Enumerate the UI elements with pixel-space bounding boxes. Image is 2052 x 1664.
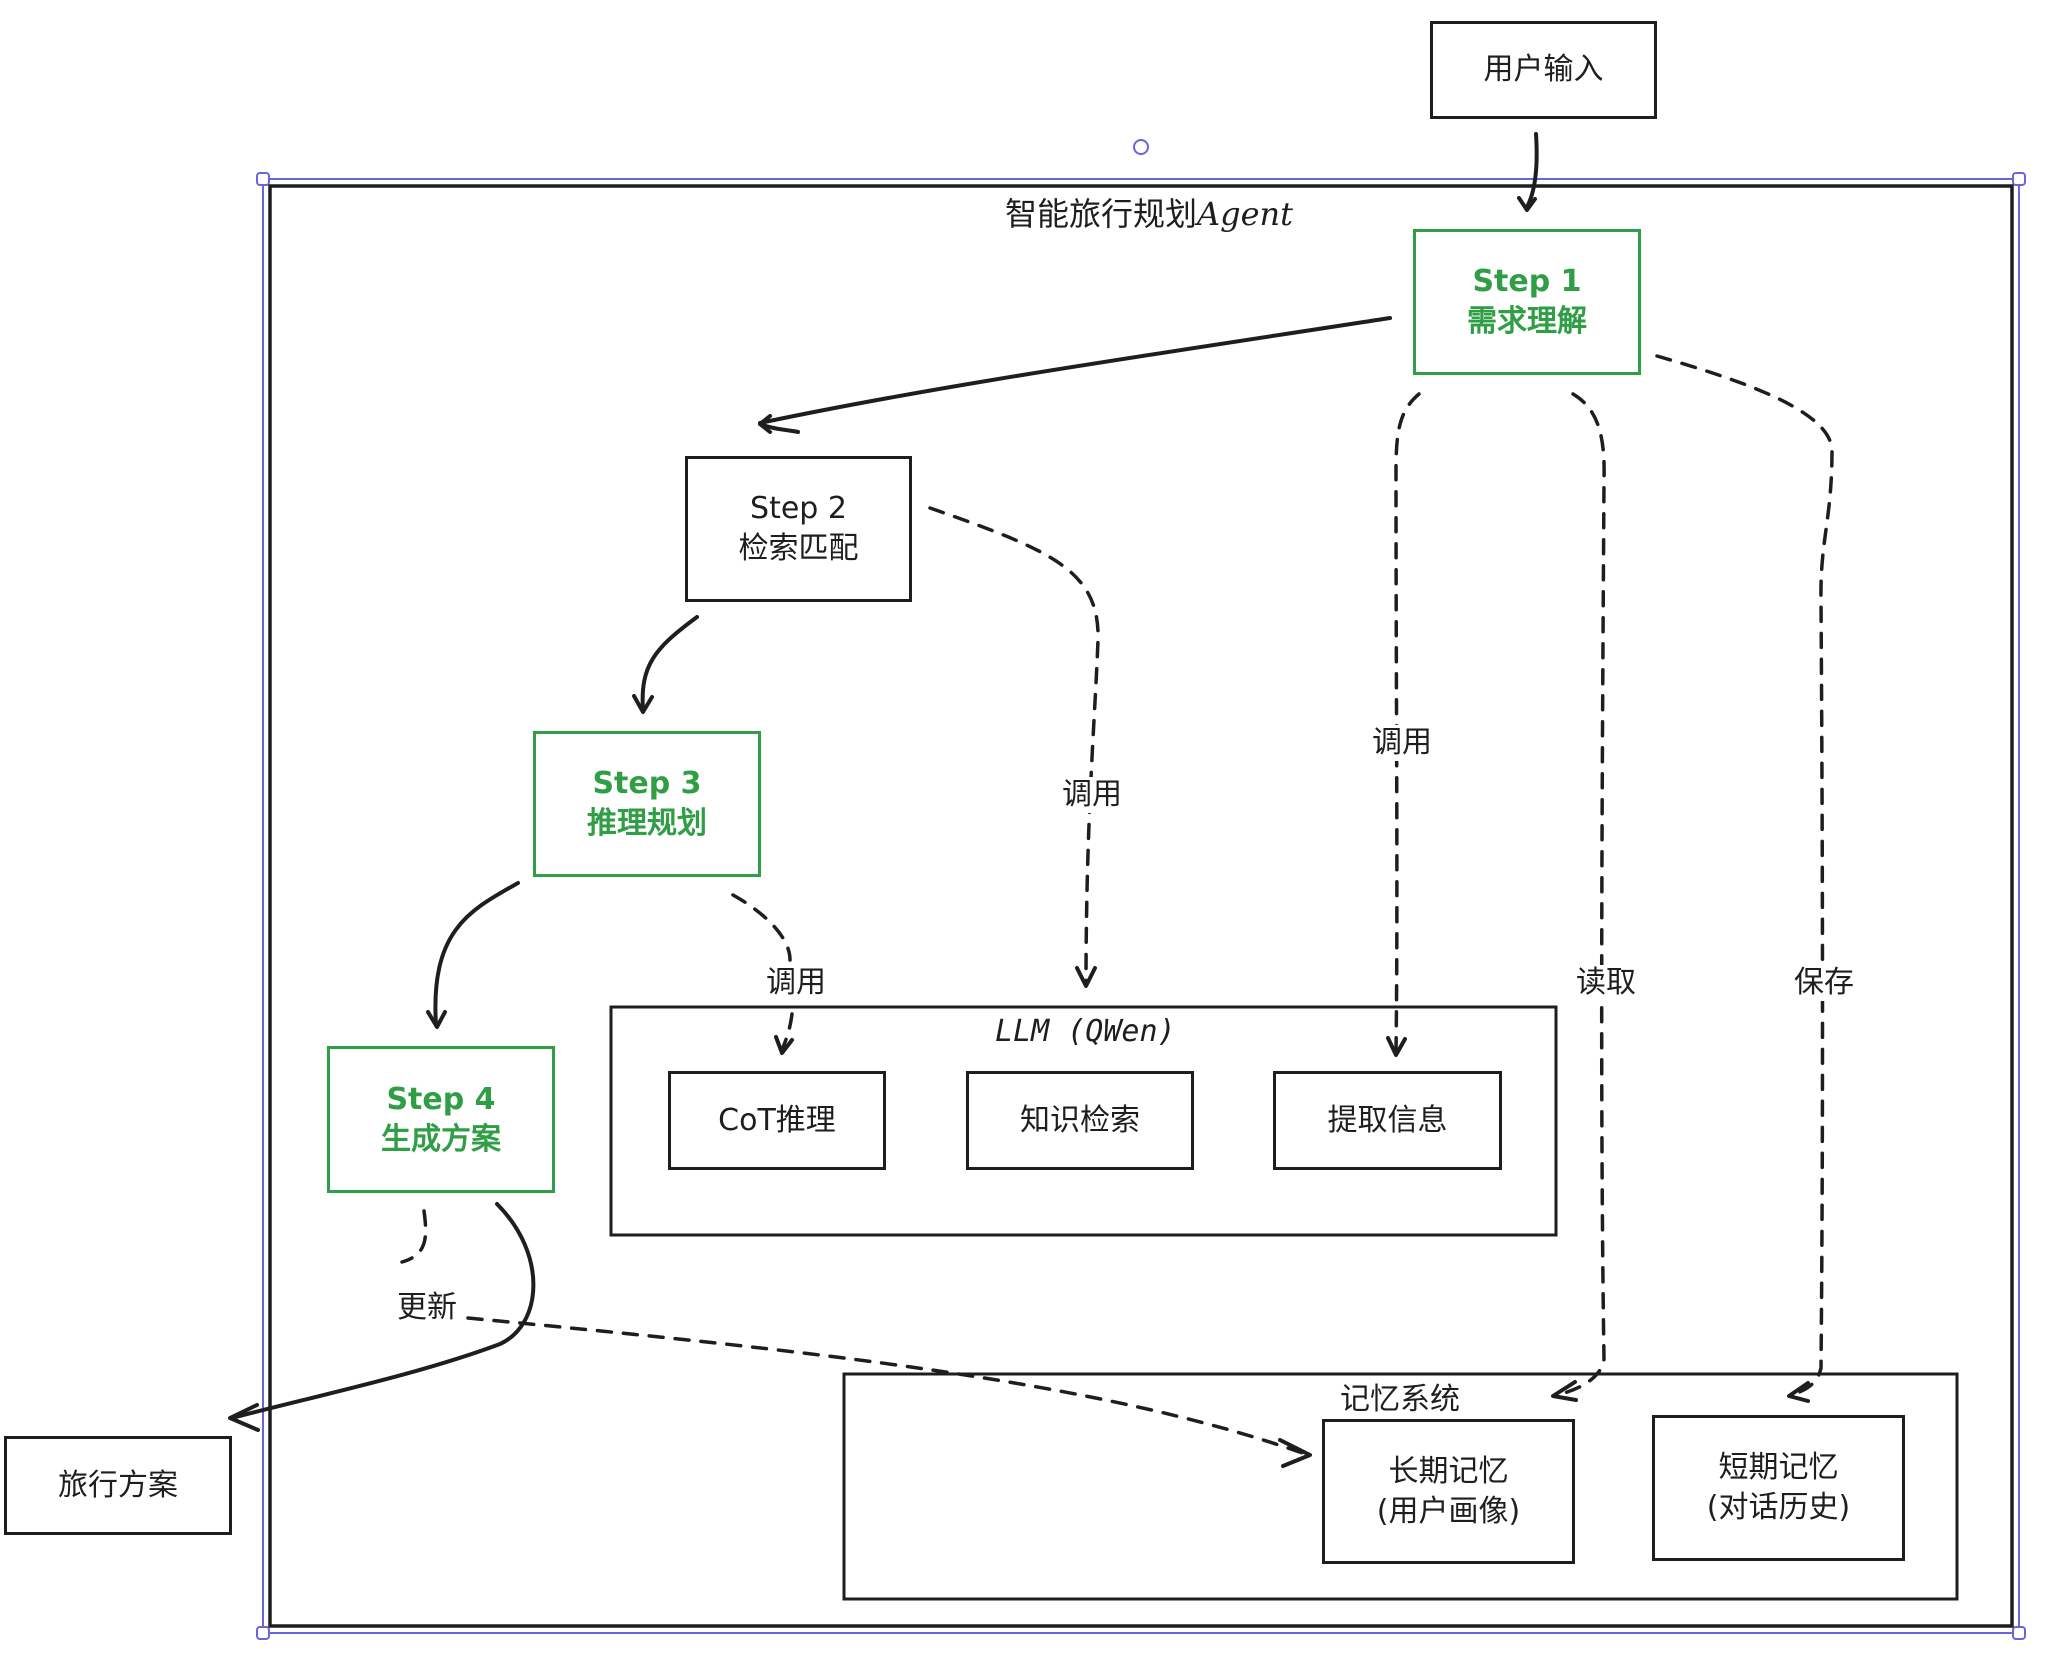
agent-frame-title: 智能旅行规划Agent xyxy=(1005,194,1293,234)
arrow-step4-to-long-term-memory xyxy=(400,1209,428,1264)
arrow-step2-to-llm xyxy=(928,506,1100,987)
arrow-step3-to-cot xyxy=(731,893,792,962)
edge-label-read-memory: 读取 xyxy=(1572,965,1640,1001)
llm-title: LLM (QWen) xyxy=(995,1014,1176,1049)
arrow-input-to-step1 xyxy=(1525,132,1539,209)
user-input-box[interactable] xyxy=(1430,21,1657,119)
step2-label: Step 2 检索匹配 xyxy=(685,456,912,602)
memory-container[interactable] xyxy=(842,1372,1959,1601)
arrow-step2-to-step3 xyxy=(640,615,699,712)
long-term-memory-box[interactable] xyxy=(1322,1419,1575,1564)
step4-subtitle: 生成方案 xyxy=(381,1121,501,1157)
selection-frame[interactable] xyxy=(256,139,2026,1640)
arrow-step1-to-long-term-memory xyxy=(1555,392,1606,1397)
rotate-handle[interactable] xyxy=(1133,139,1149,155)
step4-box[interactable] xyxy=(327,1046,555,1193)
step2-subtitle: 检索匹配 xyxy=(738,531,859,566)
agent-title-cn: 智能旅行规划 xyxy=(1005,195,1198,233)
step1-subtitle: 需求理解 xyxy=(1467,304,1587,339)
llm-module-knowledge-label: 知识检索 xyxy=(1020,1102,1140,1138)
llm-module-extract[interactable] xyxy=(1273,1071,1502,1170)
arrows xyxy=(228,132,1834,1468)
edge-label-save-memory: 保存 xyxy=(1790,965,1858,1001)
short-term-memory-subtitle: (对话历史) xyxy=(1706,1490,1851,1525)
output-label: 旅行方案 xyxy=(58,1467,178,1503)
step3-box[interactable] xyxy=(533,731,761,877)
step2-title: Step 2 xyxy=(750,491,847,526)
long-term-memory-label: 长期记忆 (用户画像) xyxy=(1322,1419,1575,1564)
step1-box[interactable] xyxy=(1413,229,1641,375)
arrow-step1-to-extract xyxy=(1394,392,1421,1055)
output-box[interactable] xyxy=(4,1436,232,1535)
llm-module-knowledge[interactable] xyxy=(966,1071,1194,1170)
step4-title: Step 4 xyxy=(386,1081,496,1117)
resize-handle-bottom-right[interactable] xyxy=(2012,1626,2026,1640)
edge-label-step1-extract: 调用 xyxy=(1368,725,1436,761)
arrow-step3-to-step4 xyxy=(433,881,520,1027)
agent-title-en: Agent xyxy=(1197,195,1294,233)
step4-label: Step 4 生成方案 xyxy=(327,1046,555,1193)
resize-handle-top-right[interactable] xyxy=(2012,172,2026,186)
step1-label: Step 1 需求理解 xyxy=(1413,229,1641,375)
resize-handle-bottom-left[interactable] xyxy=(256,1626,270,1640)
short-term-memory-box[interactable] xyxy=(1652,1415,1905,1561)
resize-handle-top-left[interactable] xyxy=(256,172,270,186)
arrow-step1-to-short-term-memory xyxy=(1655,354,1834,1397)
long-term-memory-title: 长期记忆 xyxy=(1388,1453,1509,1489)
arrow-step1-to-step2 xyxy=(758,316,1392,425)
step3-subtitle: 推理规划 xyxy=(587,806,707,841)
llm-module-cot-label: CoT推理 xyxy=(718,1102,836,1138)
step3-label: Step 3 推理规划 xyxy=(533,731,761,877)
memory-title: 记忆系统 xyxy=(1340,1382,1460,1417)
edge-label-step2-llm: 调用 xyxy=(1058,777,1126,813)
user-input-label: 用户输入 xyxy=(1483,52,1604,87)
short-term-memory-title: 短期记忆 xyxy=(1718,1450,1839,1485)
llm-container[interactable] xyxy=(609,1005,1558,1237)
short-term-memory-label: 短期记忆 (对话历史) xyxy=(1652,1415,1905,1561)
step3-title: Step 3 xyxy=(592,766,702,801)
step1-title: Step 1 xyxy=(1472,264,1582,299)
edge-label-update-memory: 更新 xyxy=(393,1290,461,1326)
long-term-memory-subtitle: (用户画像) xyxy=(1376,1493,1521,1529)
step2-box[interactable] xyxy=(685,456,912,602)
llm-module-extract-label: 提取信息 xyxy=(1327,1102,1448,1138)
edge-label-step3-cot: 调用 xyxy=(762,965,830,1001)
arrow-step4-to-output xyxy=(230,1202,536,1420)
agent-frame[interactable] xyxy=(268,184,2014,1628)
llm-module-cot[interactable] xyxy=(668,1071,886,1170)
